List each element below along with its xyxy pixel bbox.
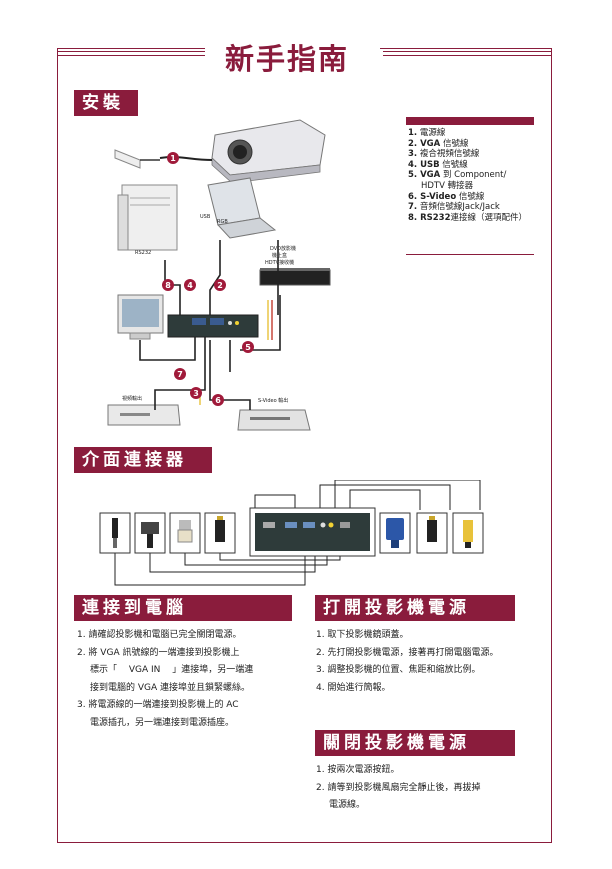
- marker-6: 6: [212, 394, 224, 406]
- svideo-plug-icon: [215, 516, 225, 542]
- step-text: 3. 將電源線的一端連接到投影機上的 AC: [77, 700, 239, 710]
- rca-video-plug-icon: [463, 520, 473, 548]
- page-title: 新手指南: [225, 42, 350, 76]
- title-rule-left: [57, 51, 207, 56]
- projector-back-panel: [255, 513, 370, 551]
- power-strip-image: [114, 149, 213, 169]
- legend-item: 5. VGA 到 Component/: [408, 170, 507, 181]
- legend-rule: [406, 254, 534, 255]
- step-text: 電源插孔，另一端連接到電源插座。: [90, 717, 235, 728]
- audio-plug-icon: [112, 518, 118, 548]
- cable-legend: 1. 電源線 2. VGA 信號線 3. 複合視頻信號線 4. USB 信號線 …: [408, 128, 538, 223]
- legend-item: 6. S-Video 信號線: [408, 191, 485, 202]
- pc-tower-image: [117, 184, 178, 251]
- label-svideo-out: S-Video 輸出: [258, 397, 288, 404]
- label-video-out: 視頻輸出: [122, 395, 142, 402]
- usb-plug-icon: [177, 520, 193, 543]
- step-text: 1. 請確認投影機和電腦已完全關閉電源。: [77, 630, 242, 640]
- laptop-image: [207, 177, 277, 239]
- step-text: 4. 開始進行簡報。: [316, 682, 391, 693]
- title-bar: 新手指南: [0, 36, 612, 76]
- step-text: 2. 將 VGA 訊號線的一端連接到投影機上: [77, 647, 240, 658]
- interface-diagram: [99, 480, 484, 586]
- installation-diagram: 1 2 3 4 5 6 7 8 USB RGB RS232 DVD放影機 機上盒…: [107, 119, 331, 431]
- label-dvd: DVD放影機 機上盒 HDTV接收機: [265, 245, 298, 266]
- connect-pc-steps: 1. 請確認投影機和電腦已完全關閉電源。 2. 將 VGA 訊號線的一端連接到投…: [77, 627, 253, 732]
- install-header: 安裝: [74, 90, 138, 116]
- svg-text:4: 4: [187, 281, 193, 290]
- title-rule-right: [383, 51, 552, 56]
- legend-item: 8. RS232連接線（選項配件）: [408, 212, 528, 223]
- legend-item: 2. VGA 信號線: [408, 138, 469, 149]
- label-dvd-line2: 機上盒: [272, 252, 287, 259]
- interface-header: 介面連接器: [74, 447, 212, 473]
- marker-4: 4: [184, 279, 196, 291]
- svg-text:8: 8: [165, 281, 171, 290]
- svg-text:6: 6: [215, 396, 221, 405]
- power-on-steps: 1. 取下投影機鏡頭蓋。 2. 先打開投影機電源，接著再打開電腦電源。 3. 調…: [316, 627, 498, 697]
- video-receiver-image: [237, 409, 311, 431]
- step-text: 3. 調整投影機的位置、焦距和縮放比例。: [316, 665, 481, 675]
- svg-text:2: 2: [217, 281, 223, 290]
- power-off-steps: 1. 按兩次電源按鈕。 2. 請等到投影機風扇完全靜止後，再拔掉 電源線。: [316, 762, 480, 815]
- legend-bar: [406, 117, 534, 125]
- connect-pc-header: 連接到電腦: [74, 595, 292, 621]
- interface-lines: [114, 480, 481, 586]
- label-rgb: RGB: [217, 219, 228, 225]
- dvd-player-image: [259, 268, 331, 286]
- label-rs232: RS232: [135, 250, 151, 256]
- step-text: 2. 請等到投影機風扇完全靜止後，再拔掉: [316, 782, 481, 793]
- vga-plug-icon: [386, 518, 404, 548]
- label-usb: USB: [200, 214, 211, 220]
- power-off-header: 關閉投影機電源: [315, 730, 515, 756]
- svideo-plug-icon-2: [427, 516, 437, 542]
- step-text: 2. 先打開投影機電源，接著再打開電腦電源。: [316, 647, 499, 658]
- marker-8: 8: [162, 279, 174, 291]
- projector-io-panel: [167, 314, 259, 338]
- marker-1: 1: [167, 152, 179, 164]
- legend-item: 1. 電源線: [408, 128, 446, 138]
- rs232-plug-icon: [141, 522, 159, 548]
- label-dvd-line1: DVD放影機: [270, 245, 296, 252]
- vcr-image: [107, 404, 181, 426]
- legend-item: 4. USB 信號線: [408, 159, 468, 170]
- projector-image: [211, 119, 326, 184]
- step-text: 1. 按兩次電源按鈕。: [316, 765, 400, 775]
- step-text: 1. 取下投影機鏡頭蓋。: [316, 630, 409, 640]
- marker-7: 7: [174, 368, 186, 380]
- marker-5: 5: [242, 341, 254, 353]
- monitor-image: [117, 294, 164, 340]
- marker-3: 3: [190, 387, 202, 399]
- svg-text:7: 7: [177, 370, 183, 379]
- step-text: 標示「 VGA IN 」連接埠，另一端連: [90, 665, 254, 675]
- svg-text:5: 5: [245, 343, 251, 352]
- legend-item: 7. 音頻信號線Jack/Jack: [408, 202, 500, 213]
- legend-item: 3. 複合視頻信號線: [408, 149, 480, 160]
- label-dvd-line3: HDTV接收機: [265, 259, 294, 266]
- step-text: 電源線。: [329, 800, 366, 810]
- svg-text:3: 3: [193, 389, 199, 398]
- legend-item: HDTV 轉接器: [421, 180, 474, 191]
- marker-2: 2: [214, 279, 226, 291]
- title-background: [205, 36, 380, 70]
- power-on-header: 打開投影機電源: [315, 595, 515, 621]
- step-text: 接到電腦的 VGA 連接埠並且鎖緊螺絲。: [90, 682, 251, 693]
- svg-text:1: 1: [170, 154, 176, 163]
